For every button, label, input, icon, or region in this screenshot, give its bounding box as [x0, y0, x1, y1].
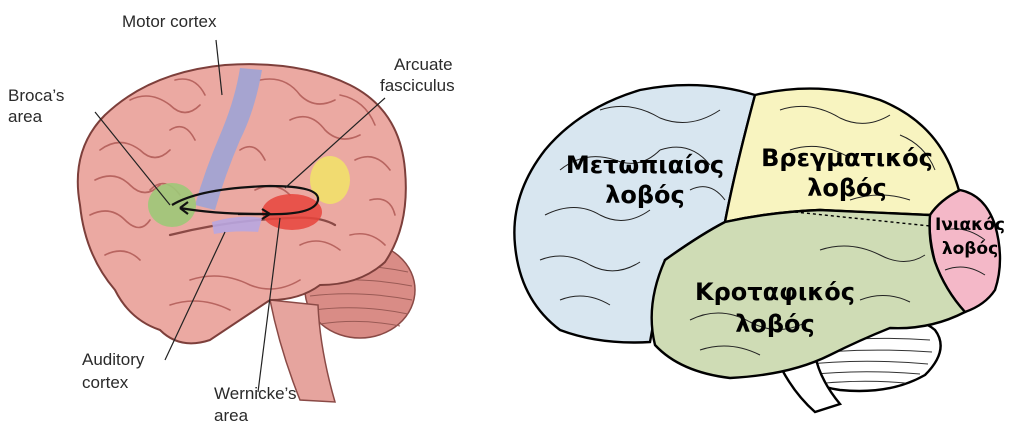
label-arcuate-line1: Arcuate: [394, 55, 453, 75]
label-parietal-line1: Βρεγματικός: [752, 143, 942, 173]
label-wernicke-line1: Wernicke’s: [214, 384, 297, 404]
label-motor-cortex: Motor cortex: [122, 12, 216, 32]
label-broca-line1: Broca’s: [8, 86, 64, 106]
label-broca-line2: area: [8, 107, 42, 127]
label-frontal-line2: λοβός: [560, 180, 730, 210]
label-parietal-line2: λοβός: [752, 173, 942, 203]
label-occipital-line1: Ινιακός: [930, 214, 1010, 237]
label-wernicke-line2: area: [214, 406, 248, 426]
left-arcuate-yellow-region: [310, 156, 350, 204]
right-brain: [514, 85, 1000, 412]
label-occipital-line2: λοβός: [930, 238, 1010, 261]
label-frontal-line1: Μετωπιαίος: [560, 150, 730, 180]
label-temporal-line2: λοβός: [680, 309, 870, 339]
label-auditory-line2: cortex: [82, 373, 128, 393]
left-brain: [78, 40, 415, 402]
label-temporal-line1: Κροταφικός: [680, 277, 870, 307]
label-auditory-line1: Auditory: [82, 350, 144, 370]
label-arcuate-line2: fasciculus: [380, 76, 455, 96]
left-wernicke-region: [262, 194, 322, 230]
